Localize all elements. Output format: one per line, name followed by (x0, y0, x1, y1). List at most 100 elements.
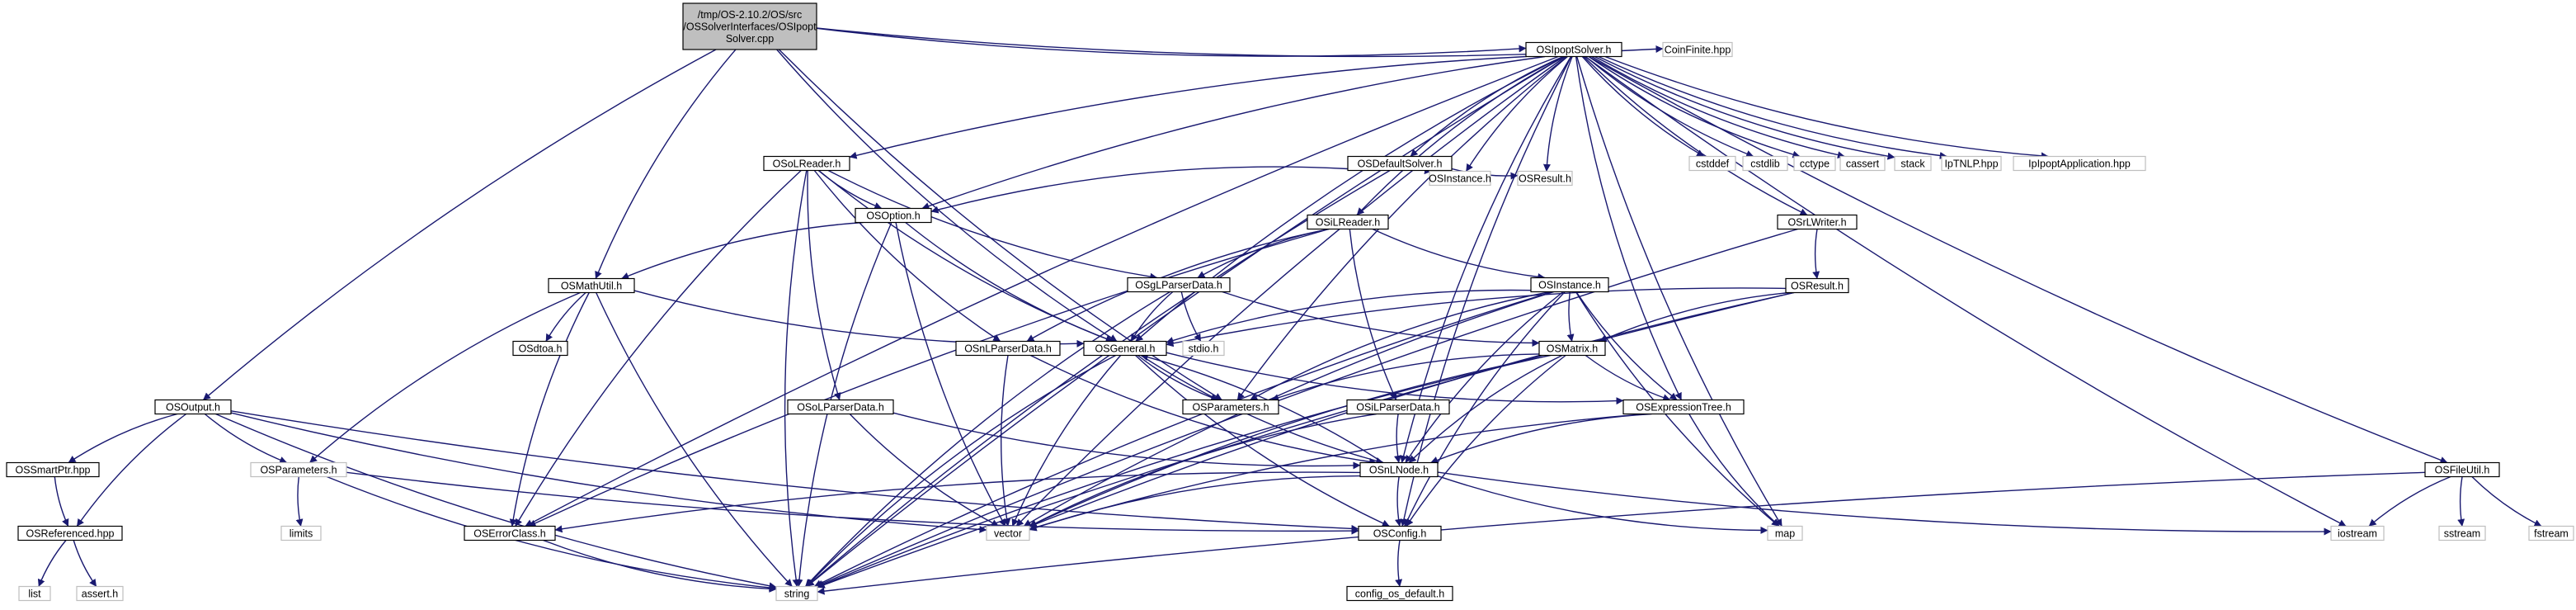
file-node-osolparserdata-h[interactable]: OSoLParserData.h (787, 399, 894, 415)
dependency-edges (37, 27, 2542, 595)
file-node-cstddef: cstddef (1688, 155, 1736, 172)
file-node-osresult-h[interactable]: OSResult.h (1785, 277, 1849, 294)
include-arrow (806, 169, 1391, 588)
include-arrow (528, 228, 1330, 527)
file-node-ossmartptr-hpp[interactable]: OSSmartPtr.hpp (6, 461, 100, 478)
node-label: OSiLReader.h (1316, 217, 1381, 229)
node-label: list (28, 589, 41, 600)
include-arrow (326, 475, 777, 592)
file-node-osipoptsolver-h[interactable]: OSIpoptSolver.h (1525, 41, 1622, 58)
node-box (512, 340, 568, 357)
include-arrow (1404, 291, 1566, 527)
node-box (775, 585, 818, 602)
include-arrow (515, 169, 802, 527)
node-label: OSResult.h (1791, 281, 1844, 292)
file-node-osfileutil-h[interactable]: OSFileUtil.h (2424, 461, 2500, 478)
include-arrow (1406, 354, 1566, 527)
include-arrow (1410, 55, 1564, 158)
file-node-osoutput-h[interactable]: OSOutput.h (154, 399, 232, 415)
node-box (1777, 214, 1858, 230)
file-node-osmathutil-h[interactable]: OSMathUtil.h (548, 277, 635, 294)
file-node-osrlwriter-h[interactable]: OSrLWriter.h (1777, 214, 1858, 230)
include-arrow (827, 169, 1158, 281)
file-node-vector: vector (986, 525, 1030, 541)
include-arrow (230, 412, 987, 533)
node-box (1767, 525, 1803, 541)
node-box (787, 399, 894, 415)
include-arrow (807, 170, 841, 400)
include-arrow (1222, 291, 1540, 347)
include-arrow (76, 413, 187, 527)
file-node-osnlparserdata-h[interactable]: OSnLParserData.h (955, 340, 1061, 357)
node-box (6, 461, 100, 478)
include-arrow (596, 292, 793, 587)
node-box (855, 207, 932, 224)
file-node-string: string (775, 585, 818, 602)
node-label: IpTNLP.hpp (1944, 158, 1998, 170)
include-arrow (295, 476, 304, 527)
node-label: fstream (2534, 528, 2569, 540)
include-arrow (545, 291, 586, 342)
include-arrow (892, 412, 1361, 470)
include-arrow (1180, 291, 1202, 342)
include-arrow (1581, 56, 1705, 158)
include-arrow (1430, 413, 1652, 464)
include-arrow (784, 170, 808, 587)
node-label: /OSSolverInterfaces/OSIpopt (683, 21, 817, 33)
include-arrow (1023, 291, 1555, 527)
include-arrow (1591, 55, 1845, 159)
include-arrow (1395, 540, 1403, 587)
node-box (76, 585, 124, 602)
include-arrow (1400, 56, 1572, 527)
node-label: OSConfig.h (1373, 528, 1427, 540)
file-node-osolreader-h[interactable]: OSoLReader.h (763, 155, 850, 172)
file-node-osgeneral-h[interactable]: OSGeneral.h (1083, 340, 1167, 357)
node-box (1346, 399, 1450, 415)
file-node-osnlnode-h[interactable]: OSnLNode.h (1359, 461, 1439, 478)
file-node-cctype: cctype (1793, 155, 1836, 172)
include-arrow (805, 354, 1116, 587)
include-arrow (1001, 355, 1011, 527)
include-arrow (68, 413, 178, 464)
include-arrow (1197, 228, 1330, 279)
include-arrow (1011, 355, 1122, 527)
node-box (464, 525, 556, 541)
node-label: OSFileUtil.h (2435, 465, 2490, 476)
include-arrow (905, 221, 1114, 343)
file-node-osreferenced-hpp[interactable]: OSReferenced.hpp (17, 525, 123, 541)
file-node-osinstance-h[interactable]: OSInstance.h (1530, 277, 1609, 293)
include-arrow (1575, 56, 1683, 400)
file-node-oserrorclass-h[interactable]: OSErrorClass.h (464, 525, 556, 541)
file-node-iptnlp-hpp: IpTNLP.hpp (1941, 155, 2002, 172)
node-box (1622, 399, 1745, 415)
node-box (2438, 525, 2486, 541)
file-node-osparameters-h[interactable]: OSParameters.h (1182, 399, 1279, 415)
include-arrow (1250, 291, 1551, 401)
include-arrow (817, 354, 1551, 588)
include-arrow (1166, 352, 1624, 405)
include-arrow (1588, 55, 1801, 158)
file-node-osconfig-h[interactable]: OSConfig.h (1358, 525, 1442, 541)
node-box (955, 340, 1061, 357)
file-node-osdtoa-h[interactable]: OSdtoa.h (512, 340, 568, 357)
include-arrow (849, 55, 1527, 159)
node-label: iostream (2338, 528, 2377, 540)
file-node-osmatrix-h[interactable]: OSMatrix.h (1538, 340, 1606, 357)
file-node-osglparserdata-h[interactable]: OSgLParserData.h (1127, 277, 1231, 293)
file-node-osilparserdata-h[interactable]: OSiLParserData.h (1346, 399, 1450, 415)
file-node-osdefaultsolver-h[interactable]: OSDefaultSolver.h (1347, 155, 1453, 172)
node-label: Solver.cpp (726, 33, 774, 45)
include-arrow (1542, 56, 1573, 172)
file-node-config-os-default-h[interactable]: config_os_default.h (1346, 585, 1453, 602)
include-arrow (1026, 228, 1330, 343)
node-box (250, 461, 347, 478)
include-arrow (202, 49, 717, 401)
file-node-osoption-h[interactable]: OSOption.h (855, 207, 932, 224)
file-node-osilreader-h[interactable]: OSiLReader.h (1307, 214, 1389, 230)
file-node-osexpressiontree-h[interactable]: OSExpressionTree.h (1622, 399, 1745, 415)
node-label: vector (994, 528, 1022, 540)
node-box (1538, 340, 1606, 357)
node-label: OSParameters.h (1192, 402, 1269, 414)
include-arrow (554, 471, 1361, 533)
include-arrow (1576, 56, 1782, 527)
